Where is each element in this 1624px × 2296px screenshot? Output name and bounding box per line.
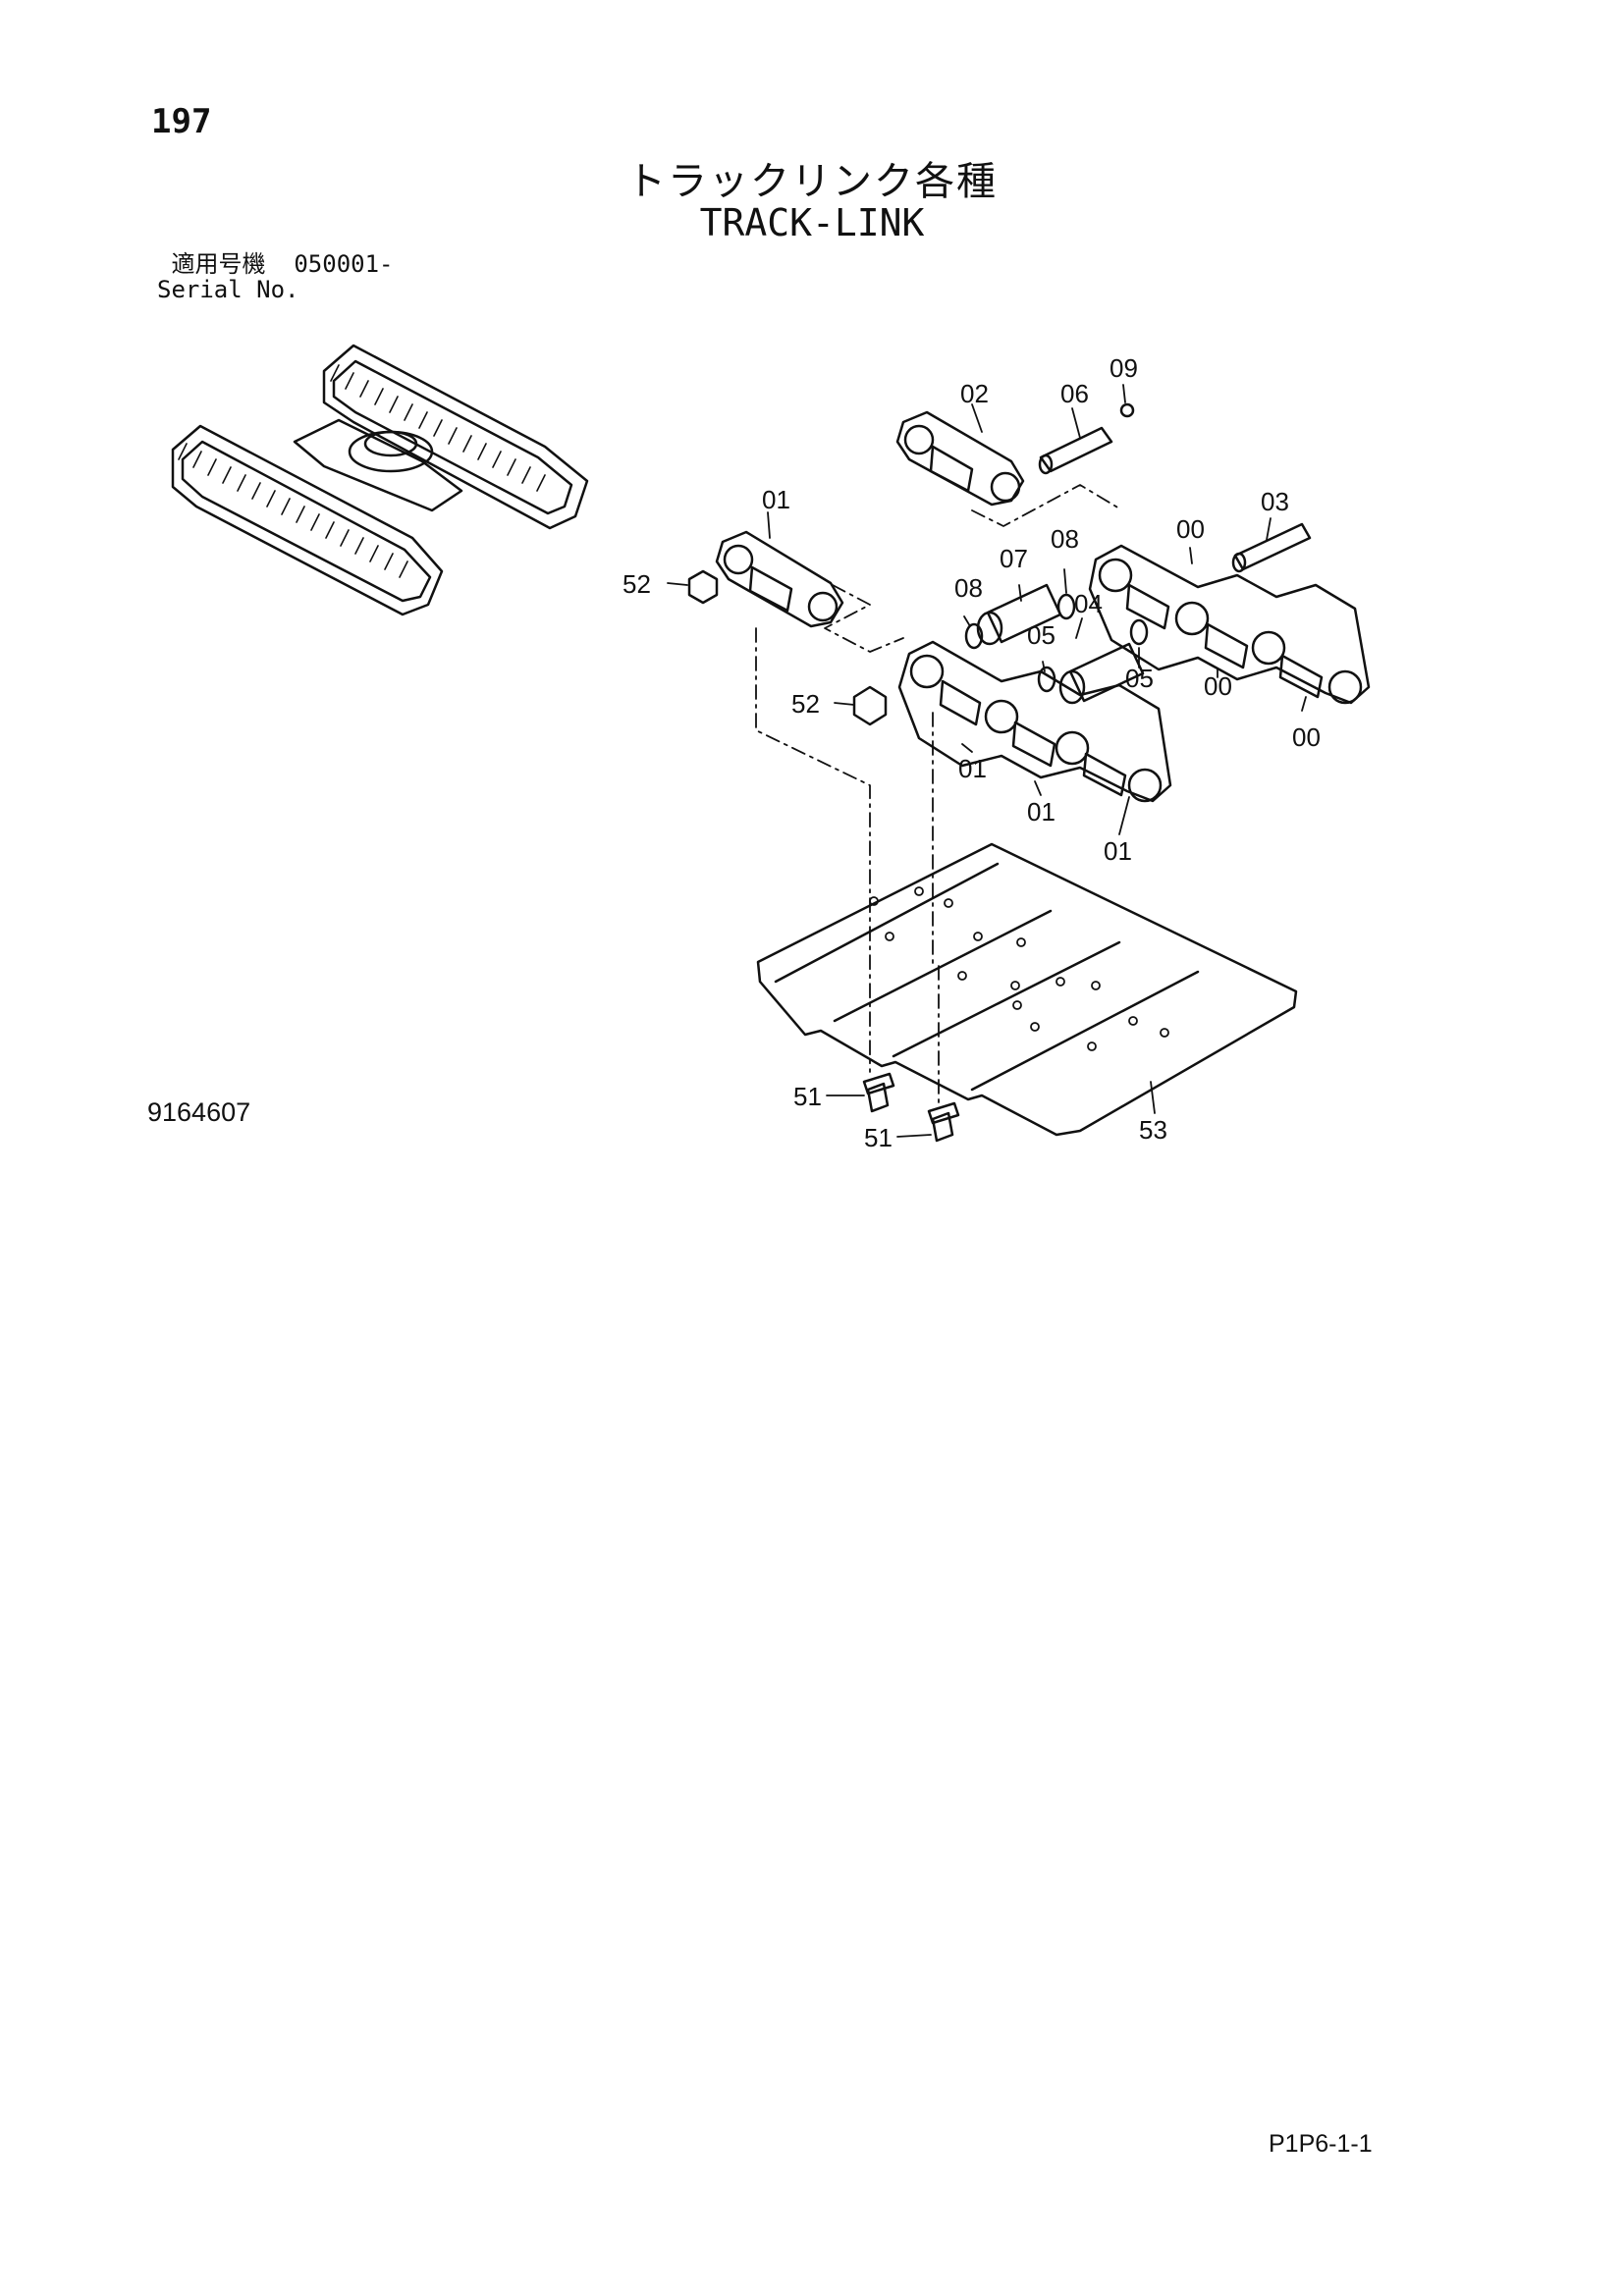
- seal-08-upper-icon: [1056, 593, 1076, 620]
- callout-labels: 09 02 06 01 03 00 08 07 52 08 04 05 05 0…: [623, 353, 1321, 1152]
- serial-label-en: Serial No.: [157, 276, 299, 303]
- serial-value: 050001-: [294, 250, 394, 278]
- callout-51-left: 51: [793, 1082, 822, 1111]
- nut-52-lower-icon: [852, 685, 888, 726]
- nut-52-upper-icon: [687, 569, 719, 605]
- callout-03: 03: [1261, 487, 1289, 516]
- pin-06-icon: [1038, 426, 1113, 475]
- track-shoe-53-icon: [756, 842, 1298, 1137]
- callout-09: 09: [1110, 353, 1138, 383]
- serial-label-jp: 適用号機: [171, 250, 266, 278]
- track-link-01-end-icon: [715, 530, 844, 628]
- track-link-02-icon: [895, 410, 1025, 507]
- callout-01-top: 01: [762, 485, 790, 514]
- callout-01-second: 01: [1027, 797, 1056, 827]
- undercarriage-overview-icon: [171, 344, 589, 616]
- callout-01-third: 01: [1104, 836, 1132, 866]
- page-number: 197: [151, 102, 212, 141]
- callout-05-right: 05: [1125, 664, 1154, 693]
- callout-52-lower: 52: [791, 689, 820, 719]
- callout-00-bottom: 00: [1292, 722, 1321, 752]
- page-code: P1P6-1-1: [1269, 2130, 1373, 2158]
- callout-07: 07: [1000, 544, 1028, 573]
- callout-08-lower: 08: [954, 573, 983, 603]
- bolt-51-right-icon: [927, 1101, 960, 1143]
- track-link-00-chain-icon: [1088, 544, 1371, 705]
- callout-00-middle: 00: [1204, 671, 1232, 701]
- callout-01-first: 01: [958, 754, 987, 783]
- bolt-51-left-icon: [862, 1072, 895, 1113]
- callout-08-upper: 08: [1051, 524, 1079, 554]
- title-english: TRACK-LINK: [699, 201, 925, 244]
- title-japanese: トラックリンク各種: [626, 159, 998, 204]
- callout-06: 06: [1060, 379, 1089, 408]
- seal-05-right-icon: [1129, 618, 1149, 646]
- callout-00-top: 00: [1176, 514, 1205, 544]
- callout-02: 02: [960, 379, 989, 408]
- serial-applicability: 適用号機 050001- Serial No.: [157, 251, 394, 302]
- serial-line-jp: 適用号機 050001-: [157, 250, 394, 278]
- track-link-01-chain-icon: [897, 640, 1172, 803]
- callout-05-left: 05: [1027, 620, 1056, 650]
- callout-04: 04: [1074, 589, 1103, 618]
- callout-52-upper: 52: [623, 569, 651, 599]
- drawing-number: 9164607: [147, 1097, 251, 1127]
- bushing-04-icon: [1068, 642, 1145, 703]
- callout-51-right: 51: [864, 1123, 893, 1152]
- seal-08-lower-icon: [964, 622, 984, 650]
- snap-ring-09-icon: [1119, 402, 1135, 418]
- pin-03-icon: [1231, 522, 1312, 573]
- callout-53: 53: [1139, 1115, 1167, 1145]
